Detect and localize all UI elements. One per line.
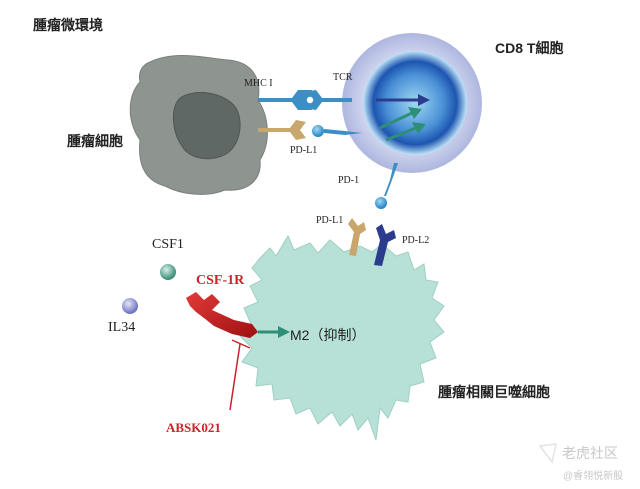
pd1-stalk-top [324,129,362,135]
pd1-stalk-bottom [384,163,398,196]
antigen-dot [305,95,315,105]
drug-label: ABSK021 [166,420,221,435]
watermark-logo [538,443,557,464]
pdl2-label: PD-L2 [402,235,430,246]
m2-label: M2（抑制） [290,327,366,343]
csf1-label: CSF1 [152,237,184,252]
tcr-receptor [304,90,352,110]
pdl1-macro-label: PD-L1 [316,215,344,226]
il34-ligand [122,298,138,314]
watermark-user: @睿翎悦新股 [563,471,624,482]
pd1-ball-bottom [375,197,387,209]
pd1-label: PD-1 [338,175,360,186]
mhc-label: MHC I [244,78,273,89]
t-cell-nucleus [363,51,467,155]
pdl1-macro-receptor [348,218,366,256]
pd1-ball-top [312,125,324,137]
pdl2-receptor [374,224,396,266]
activation-arrows [376,94,430,142]
pdl1-tumor-label: PD-L1 [290,145,318,156]
watermark-brand: 老虎社区 [562,445,618,461]
tumor-cell-label: 腫瘤細胞 [67,133,123,149]
t-cell-label: CD8 T細胞 [495,40,564,56]
il34-label: IL34 [108,320,136,335]
csf1-ligand [160,264,176,280]
macrophage-cell [239,234,445,441]
inhibition-line [229,339,251,411]
diagram-title: 腫瘤微環境 [33,17,103,33]
csf1r-receptor [186,292,258,338]
csf1r-label: CSF-1R [196,273,245,288]
pdl1-tumor-receptor [258,120,306,140]
tumor-nucleus [173,92,241,160]
macrophage-label: 腫瘤相關巨噬細胞 [438,384,550,400]
mhc-receptor [258,90,312,110]
tcr-label: TCR [333,72,353,83]
m2-arrow [258,326,290,338]
